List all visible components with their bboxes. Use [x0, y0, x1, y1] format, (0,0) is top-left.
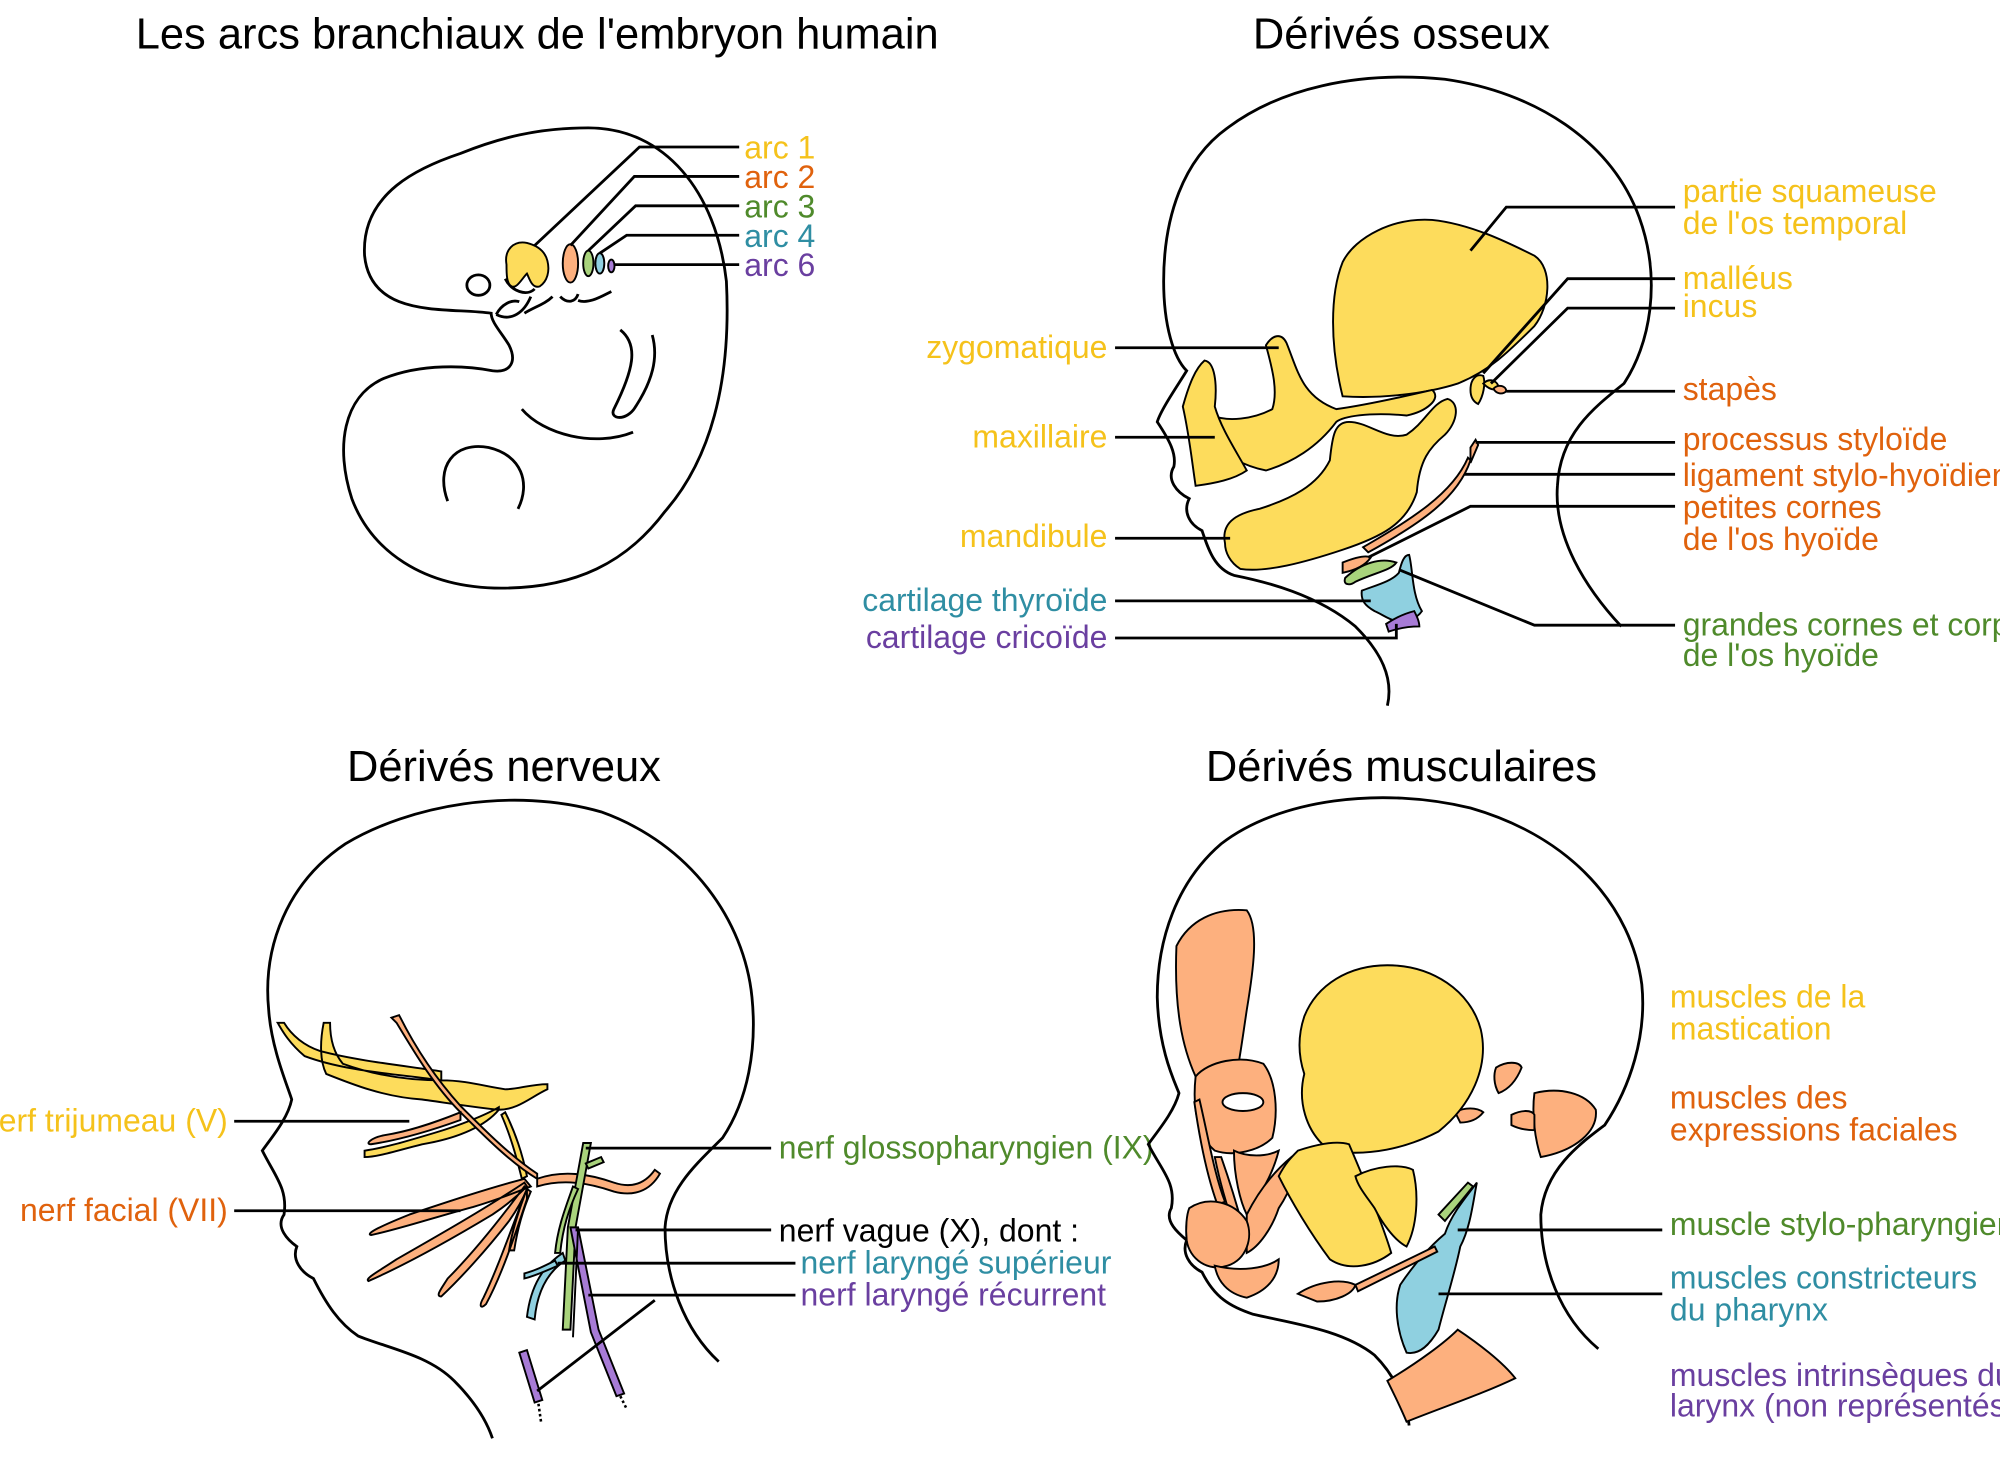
squamous-temporal-label-2: de l'os temporal [1683, 205, 1908, 241]
arc-6-label: arc 6 [744, 247, 815, 283]
muscles-title: Dérivés musculaires [1206, 743, 1597, 791]
stapes-shape [1492, 384, 1508, 395]
nerves-head-outline [260, 798, 755, 1439]
mastication-label-2: mastication [1670, 1010, 1832, 1046]
facial-upper-branch [367, 1110, 462, 1146]
glossopharyngeal-nerve-shape [561, 1142, 593, 1331]
cricoid-label: cartilage cricoïde [866, 619, 1108, 655]
intrinsic-label-2: larynx (non représentés) [1670, 1388, 2000, 1424]
muscle-leader-lines [1438, 1228, 1663, 1296]
styloid-label: processus styloïde [1683, 421, 1948, 457]
eye-opening [1221, 1092, 1265, 1112]
facial-nerve-label: nerf facial (VII) [20, 1192, 228, 1228]
greater-horns-label-2: de l'os hyoïde [1683, 637, 1879, 673]
temporalis-shape [1298, 964, 1484, 1154]
stylohyoid-label: ligament stylo-hyoïdien [1683, 457, 2000, 493]
styloid-shape [1469, 437, 1480, 464]
arc-2-label: arc 2 [744, 159, 815, 195]
glossopharyngeal-branch-2 [584, 1155, 605, 1170]
malleus-label: malléus [1683, 260, 1793, 296]
constrictors-label-1: muscles constricteurs [1670, 1260, 1977, 1296]
arc-4-label: arc 4 [744, 218, 815, 254]
branchial-arcs [505, 241, 616, 288]
cricoid-cartilage-shape [1384, 610, 1421, 633]
muscles-panel: Dérivés musculaires [1146, 743, 2000, 1426]
intrinsic-label-1: muscles intrinsèques du [1670, 1357, 2000, 1393]
glossopharyngeal-branch-1 [554, 1185, 580, 1254]
arc-4-shape [594, 252, 606, 275]
nerves-panel: Dérivés nerveux [0, 743, 1154, 1439]
bones-panel: Dérivés osseux [862, 11, 2000, 707]
muscle-shapes [1175, 909, 1597, 1423]
embryo-outline [342, 126, 729, 590]
incus-label: incus [1683, 288, 1758, 324]
facial-muscles-label-2: expressions faciales [1670, 1111, 1958, 1147]
arc-3-shape [582, 249, 595, 278]
bones-head-outline [1155, 75, 1653, 707]
trigeminal-nerve-shape [275, 1021, 549, 1159]
superior-laryngeal-label: nerf laryngé supérieur [801, 1244, 1112, 1280]
thyroid-label: cartilage thyroïde [862, 582, 1107, 618]
masseter-shape [1277, 1141, 1393, 1268]
depressor-shape [1213, 1257, 1280, 1299]
trigeminal-label: nerf trijumeau (V) [0, 1102, 228, 1138]
embryo-panel: Les arcs branchiaux de l'embryon humain [136, 11, 939, 590]
arc-leader-lines [533, 145, 740, 267]
mastication-label-1: muscles de la [1670, 978, 1866, 1014]
glossopharyngeal-label: nerf glossopharyngien (IX) [779, 1129, 1154, 1165]
vagus-label: nerf vague (X), dont : [779, 1212, 1079, 1248]
maxilla-label: maxillaire [972, 418, 1107, 454]
platysma-shape [1386, 1328, 1517, 1423]
orbicularis-oris-shape [1185, 1200, 1251, 1269]
arc-1-label: arc 1 [744, 130, 815, 166]
nerve-shapes [275, 1013, 662, 1422]
auricular-muscle-1 [1493, 1061, 1523, 1095]
mandible-label: mandibule [960, 518, 1107, 554]
embryo-title: Les arcs branchiaux de l'embryon humain [136, 11, 939, 59]
bone-leader-lines [1115, 205, 1676, 640]
auricular-muscle-2 [1532, 1089, 1597, 1159]
recurrent-laryngeal-lower [518, 1348, 544, 1404]
arc-6-shape [607, 258, 616, 274]
pterygoid-shape [1354, 1165, 1418, 1248]
lesser-horns-label-2: de l'os hyoïde [1683, 521, 1879, 557]
nerve-leader-lines [234, 1119, 796, 1393]
maxilla-shape [1181, 359, 1249, 487]
stapes-label: stapès [1683, 371, 1777, 407]
stylopharyngeus-label: muscle stylo-pharyngien [1670, 1206, 2000, 1242]
mandible-shape [1223, 397, 1457, 571]
arc-1-shape [505, 241, 550, 288]
facial-nerve-shape [366, 1013, 662, 1308]
squamous-temporal-shape [1332, 218, 1549, 398]
squamous-temporal-label-1: partie squameuse [1683, 173, 1937, 209]
lesser-horns-label-1: petites cornes [1683, 489, 1882, 525]
arc-3-label: arc 3 [744, 188, 815, 224]
malleus-shape [1469, 374, 1486, 406]
digastric-shape [1295, 1280, 1357, 1303]
muscles-head-outline [1146, 796, 1645, 1426]
stylohyoid-muscle-shape [1354, 1245, 1439, 1293]
auricular-muscle-3 [1453, 1107, 1485, 1124]
arc-2-shape [561, 243, 580, 284]
zygomatic-label: zygomatique [926, 329, 1107, 365]
stylohyoid-ligament-shape [1361, 456, 1472, 554]
frontalis-shape [1175, 909, 1256, 1078]
greater-horns-label-1: grandes cornes et corps [1683, 606, 2000, 642]
recurrent-laryngeal-nerve-shape [569, 1226, 626, 1398]
constrictors-label-2: du pharynx [1670, 1292, 1828, 1328]
nerves-title: Dérivés nerveux [347, 743, 661, 791]
zygomatic-shape [1211, 335, 1437, 472]
greater-horns-shape [1343, 559, 1398, 586]
superior-laryngeal-branch [523, 1259, 559, 1280]
recurrent-laryngeal-label: nerf laryngé récurrent [801, 1276, 1107, 1312]
auricular-muscle-4 [1510, 1110, 1536, 1132]
facial-muscles-label-1: muscles des [1670, 1079, 1848, 1115]
bone-shapes [1181, 218, 1549, 633]
bones-title: Dérivés osseux [1253, 11, 1550, 59]
constrictor-muscles-shape [1395, 1182, 1478, 1354]
